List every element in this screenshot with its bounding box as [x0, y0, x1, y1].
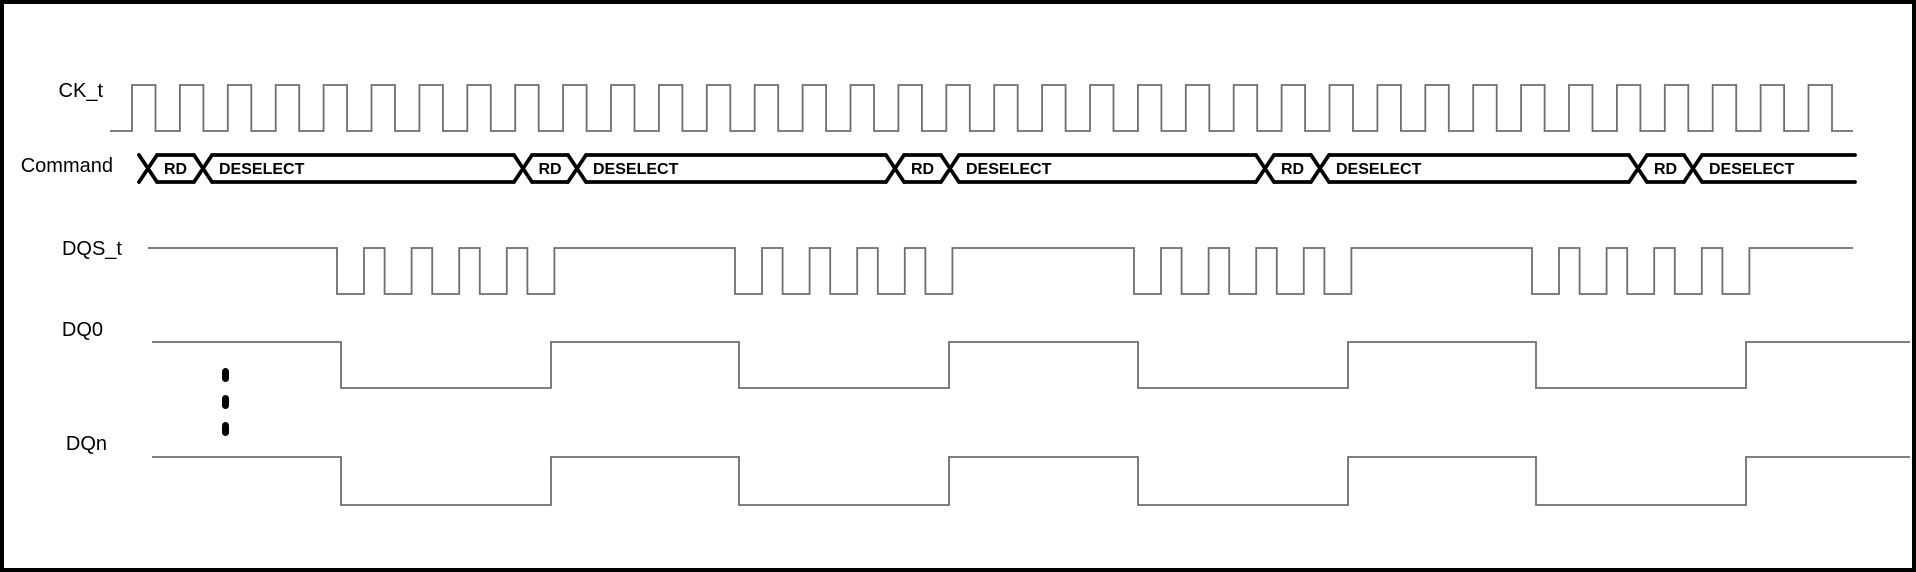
command-rd-label: RD [538, 161, 561, 178]
command-rd-label: RD [164, 161, 187, 178]
dq0-waveform [152, 341, 1910, 389]
ck-waveform [110, 84, 1853, 132]
signal-label-command: Command [20, 155, 113, 177]
vertical-ellipsis-icon [222, 368, 229, 382]
command-rd-label: RD [911, 161, 934, 178]
vertical-ellipsis-icon [222, 422, 229, 436]
signal-label-ck: CK_t [58, 80, 103, 102]
command-rd-label: RD [1281, 161, 1304, 178]
command-rd-label: RD [1654, 161, 1677, 178]
command-bus [137, 153, 1857, 184]
command-deselect-label: DESELECT [966, 161, 1052, 178]
command-deselect-label: DESELECT [1336, 161, 1422, 178]
vertical-ellipsis-icon [222, 395, 229, 409]
command-deselect-label: DESELECT [1709, 161, 1795, 178]
signal-label-dqn: DQn [65, 433, 107, 455]
command-deselect-label: DESELECT [219, 161, 305, 178]
dqn-waveform [152, 456, 1910, 506]
signal-label-dqs: DQS_t [61, 238, 122, 260]
command-deselect-label: DESELECT [593, 161, 679, 178]
dqs-waveform [148, 247, 1853, 295]
signal-label-dq0: DQ0 [61, 319, 103, 341]
